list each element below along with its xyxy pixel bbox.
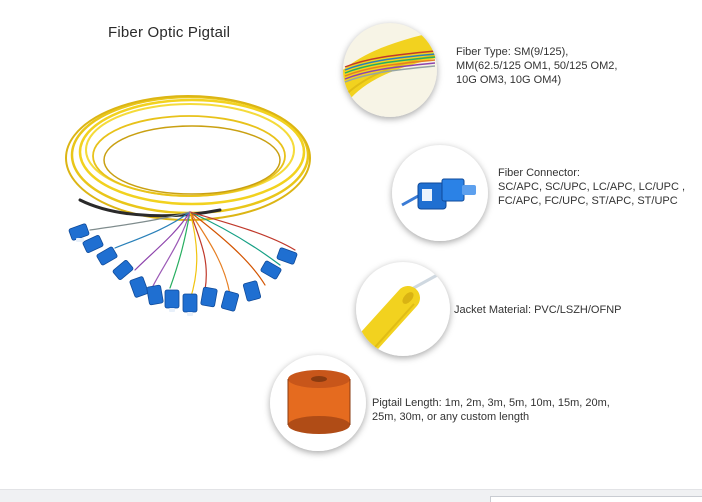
pigtail-length-text: Pigtail Length: 1m, 2m, 3m, 5m, 10m, 15m…	[372, 397, 610, 423]
fiber-bundle-icon	[343, 23, 437, 117]
fiber-type-text: Fiber Type: SM(9/125), MM(62.5/125 OM1, …	[456, 46, 618, 86]
cable-spool-icon	[270, 355, 366, 451]
jacket-material-image	[356, 262, 450, 356]
page-title: Fiber Optic Pigtail	[108, 24, 231, 41]
jacket-material-text: Jacket Material: PVC/LSZH/OFNP	[454, 304, 622, 316]
jacket-tube-icon	[356, 262, 450, 356]
bottom-bar-tab	[490, 496, 702, 502]
fiber-connector-text: Fiber Connector: SC/APC, SC/UPC, LC/APC,…	[498, 167, 686, 207]
sc-connector-icon	[392, 145, 488, 241]
pigtail-length-image	[270, 355, 366, 451]
fiber-connector-image	[392, 145, 488, 241]
pigtail-product-image	[40, 60, 340, 360]
fiber-type-image	[343, 23, 437, 117]
pigtail-illustration	[65, 95, 311, 316]
